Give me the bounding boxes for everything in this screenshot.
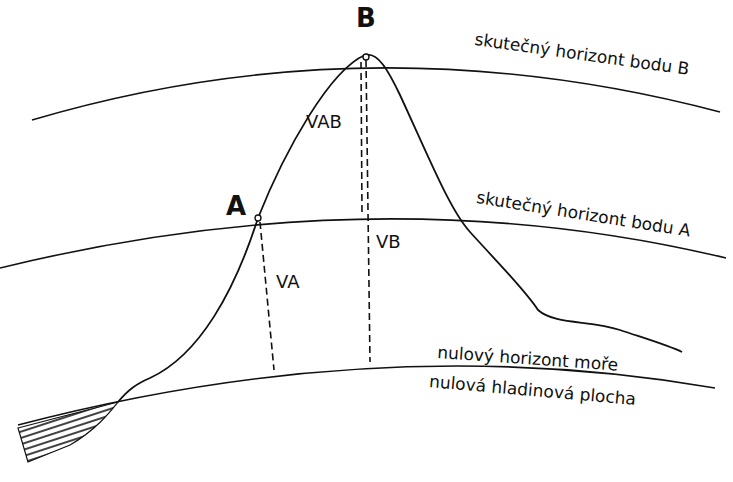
vertical-b — [366, 60, 370, 362]
height-label: VA — [276, 272, 299, 292]
point-label: B — [356, 4, 376, 33]
point-b — [363, 54, 369, 60]
horizon-label: skutečný horizont bodu A — [475, 188, 692, 240]
vertical-a — [260, 222, 274, 370]
height-label: VAB — [306, 112, 342, 132]
vertical-ab — [361, 62, 362, 214]
horizon-b-line — [32, 68, 720, 120]
height-label: VB — [376, 232, 401, 252]
mountain-profile — [118, 55, 682, 402]
sea-level-line — [18, 366, 715, 425]
point-a — [255, 215, 261, 221]
sea-level-label: nulový horizont moře — [437, 343, 619, 374]
sea-level-label: nulová hladinová plocha — [428, 372, 636, 409]
sea-hatching — [18, 402, 118, 462]
point-label: A — [226, 192, 246, 221]
horizon-label: skutečný horizont bodu B — [473, 30, 690, 79]
